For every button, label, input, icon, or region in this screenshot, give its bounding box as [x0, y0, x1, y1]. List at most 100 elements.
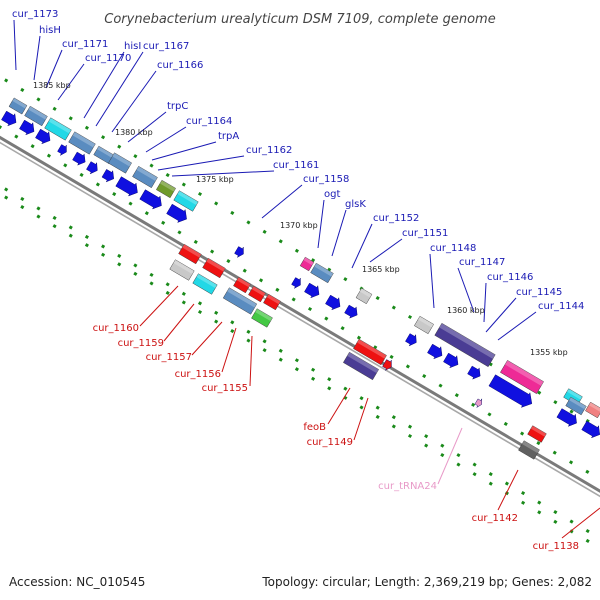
gene-shape — [353, 338, 387, 366]
gene-label[interactable]: cur_1158 — [303, 174, 349, 185]
gene-label[interactable]: hisI — [124, 41, 141, 52]
gene-label[interactable]: cur_1142 — [472, 513, 518, 524]
gene-label[interactable]: cur_1145 — [516, 287, 562, 298]
gene-arrow — [115, 176, 138, 197]
tick-mark — [356, 335, 362, 340]
gene-label[interactable]: cur_1164 — [186, 116, 232, 127]
leader-line — [151, 141, 217, 161]
gene-label[interactable]: trpA — [218, 131, 239, 142]
tick-mark — [246, 220, 251, 225]
gene-label[interactable]: cur_1157 — [146, 352, 192, 363]
gene-label[interactable]: cur_1173 — [12, 9, 58, 20]
gene-shape — [222, 287, 258, 315]
gene-label[interactable]: cur_1159 — [118, 338, 164, 349]
scale-label: 1385 kbp — [33, 81, 71, 90]
leader-line — [261, 184, 303, 219]
gene-label[interactable]: cur_1138 — [533, 541, 579, 552]
gene-shape — [44, 117, 72, 141]
gene-block — [434, 322, 496, 368]
gene-label[interactable]: cur_1151 — [402, 228, 448, 239]
gene-shape — [169, 259, 195, 281]
gene-label[interactable]: cur_1171 — [62, 39, 108, 50]
gene-label[interactable]: cur_1162 — [246, 145, 292, 156]
gene-shade — [522, 440, 540, 454]
tick-mark — [389, 354, 394, 359]
tick-mark — [52, 215, 57, 221]
gene-label[interactable]: cur_1156 — [175, 369, 221, 380]
gene-label[interactable]: feoB — [303, 422, 326, 433]
tick-mark — [79, 172, 84, 177]
gene-shape — [585, 401, 600, 419]
gene-shape — [234, 246, 244, 258]
tick-mark — [68, 233, 73, 238]
gene-label[interactable]: cur_1146 — [487, 272, 533, 283]
gene-label[interactable]: cur_1170 — [85, 53, 131, 64]
gene-shape — [24, 105, 48, 127]
gene-label[interactable]: cur_1166 — [157, 60, 203, 71]
gene-block — [414, 315, 434, 335]
gene-arrow — [382, 359, 392, 371]
gene-shape — [474, 398, 482, 408]
tick-mark — [117, 253, 122, 258]
gene-shade — [173, 259, 195, 275]
gene-shape — [115, 176, 138, 197]
tick-mark — [585, 469, 590, 474]
tick-mark — [454, 393, 459, 398]
gene-shade — [196, 273, 218, 289]
gene-label[interactable]: cur_1152 — [373, 213, 419, 224]
tick-mark — [536, 441, 541, 446]
leader-line — [57, 63, 85, 101]
gene-shape — [414, 315, 434, 335]
gene-label[interactable]: cur_tRNA24 — [378, 481, 437, 492]
tick-mark — [0, 125, 3, 130]
scale-label: 1360 kbp — [447, 306, 485, 315]
gene-label[interactable]: cur_1148 — [430, 243, 476, 254]
gene-shape — [427, 343, 443, 360]
tick-mark — [422, 373, 427, 379]
leader-line — [317, 199, 325, 249]
gene-block — [343, 351, 379, 381]
gene-shape — [263, 293, 281, 311]
tick-mark — [4, 78, 9, 83]
gene-label[interactable]: ogt — [324, 189, 340, 200]
tick-mark — [210, 249, 215, 254]
gene-shade — [439, 323, 496, 359]
tick-mark — [472, 462, 477, 467]
tick-mark — [407, 433, 413, 439]
leader-line — [561, 507, 600, 539]
gene-shape — [434, 322, 496, 368]
tick-mark — [278, 348, 283, 353]
gene-label[interactable]: hisH — [39, 25, 61, 36]
gene-label[interactable]: glsK — [345, 199, 366, 210]
gene-label[interactable]: cur_1160 — [93, 323, 139, 334]
gene-block — [251, 308, 273, 328]
gene-label[interactable]: trpC — [167, 101, 188, 112]
gene-label[interactable]: cur_1161 — [273, 160, 319, 171]
tick-mark — [537, 390, 542, 395]
tick-mark — [4, 195, 9, 200]
gene-label[interactable]: cur_1149 — [307, 437, 353, 448]
tick-mark — [343, 277, 348, 282]
gene-block — [173, 190, 199, 212]
gene-label[interactable]: cur_1144 — [538, 301, 584, 312]
tick-mark — [230, 329, 235, 334]
genome-backbone — [0, 135, 600, 498]
tick-mark — [117, 262, 122, 267]
gene-shape — [68, 131, 96, 155]
gene-block — [263, 293, 281, 311]
tick-mark — [149, 272, 154, 277]
gene-arrow — [325, 294, 341, 311]
gene-label[interactable]: cur_1147 — [459, 257, 505, 268]
gene-shade — [566, 388, 583, 400]
tick-mark — [327, 267, 332, 272]
gene-label[interactable]: cur_1155 — [202, 383, 248, 394]
tick-mark — [391, 305, 396, 310]
gene-label[interactable]: cur_1167 — [143, 41, 189, 52]
gene-block — [8, 97, 28, 115]
tick-mark — [488, 472, 493, 477]
gene-shape — [178, 243, 202, 265]
tick-mark — [407, 424, 413, 429]
gene-shade — [112, 152, 132, 167]
tick-mark — [197, 309, 203, 315]
